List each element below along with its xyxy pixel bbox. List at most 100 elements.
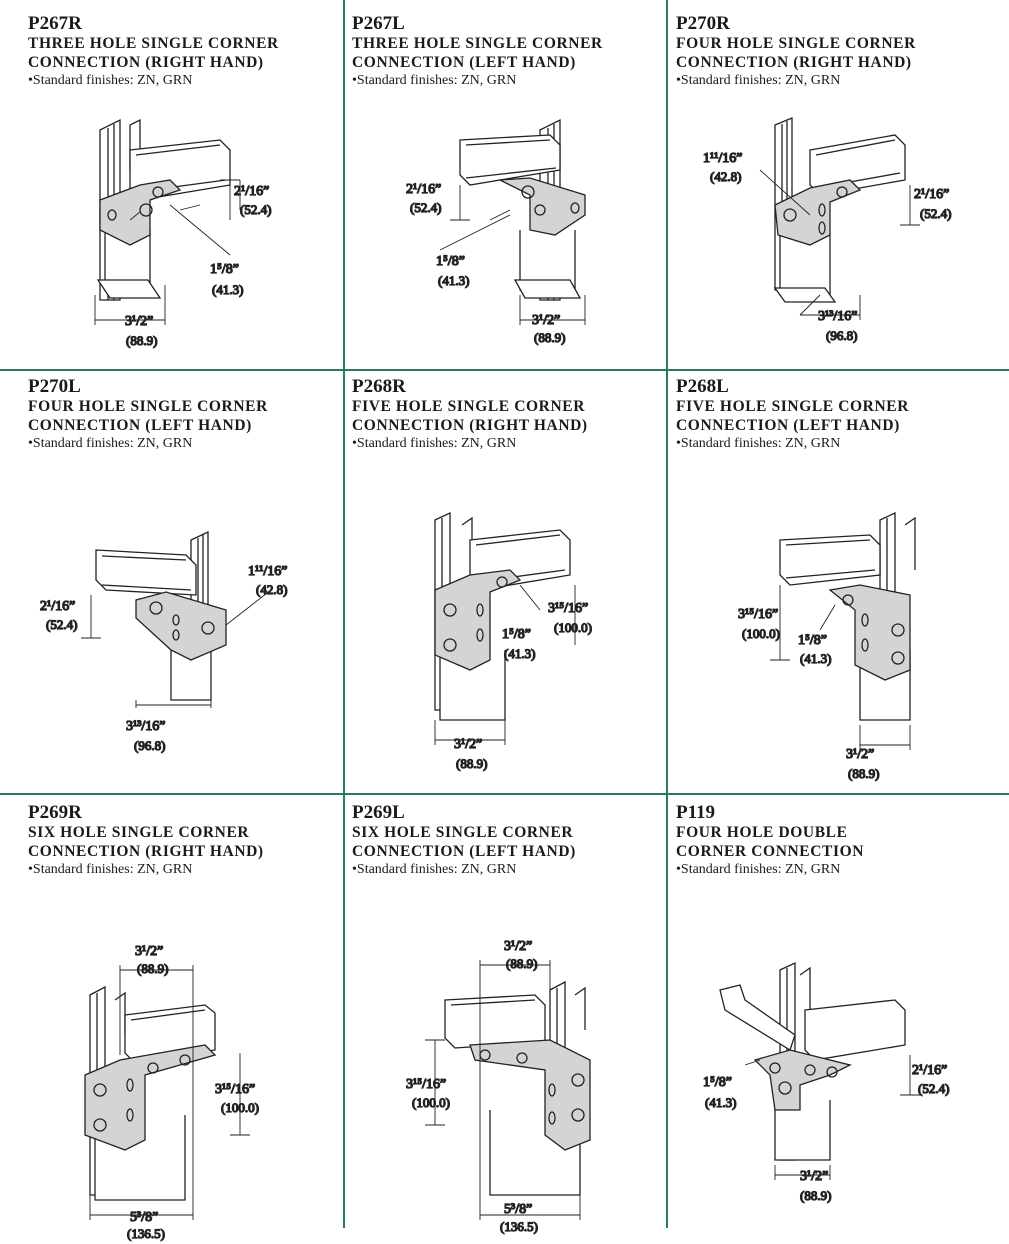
dimension-label: (41.3): [212, 282, 243, 297]
dimension-label: 3¹/2”: [135, 944, 163, 959]
fitting-drawing-p268r: 3¹⁵/16” (100.0) 1⁵/8” (41.3) 3¹/2” (88.9…: [434, 511, 593, 772]
dimension-label: 3¹³/16”: [126, 719, 166, 734]
row-divider: [0, 793, 1009, 795]
row-divider: [0, 369, 1009, 371]
title-line: CONNECTION (RIGHT HAND): [28, 843, 264, 860]
product-cell: P268L FIVE HOLE SINGLE CORNER CONNECTION…: [676, 377, 998, 453]
dimension-label: (41.3): [504, 646, 535, 661]
product-cell: P267L THREE HOLE SINGLE CORNER CONNECTIO…: [352, 14, 674, 90]
part-number: P270R: [676, 13, 730, 34]
dimension-label: (100.0): [742, 626, 780, 641]
product-cell: P269R SIX HOLE SINGLE CORNER CONNECTION …: [28, 803, 350, 879]
dimension-label: (88.9): [848, 766, 879, 781]
dimension-label: 1⁵/8”: [703, 1075, 732, 1090]
column-divider: [343, 0, 345, 1228]
column-divider: [666, 0, 668, 1228]
part-number: P119: [676, 802, 716, 823]
fitting-drawing-p268l: 3¹⁵/16” (100.0) 1⁵/8” (41.3) 3¹/2” (88.9…: [737, 511, 916, 782]
dimension-label: (88.9): [137, 961, 168, 976]
dimension-label: 1⁵/8”: [210, 262, 239, 277]
product-cell: P270R FOUR HOLE SINGLE CORNER CONNECTION…: [676, 14, 998, 90]
title-line: CONNECTION (LEFT HAND): [676, 417, 900, 434]
product-cell: P268R FIVE HOLE SINGLE CORNER CONNECTION…: [352, 377, 674, 453]
dimension-label: 3¹³/16”: [818, 309, 858, 324]
fitting-drawing-p119: 1⁵/8” (41.3) 2¹/16” (52.4) 3¹/2” (88.9): [702, 961, 950, 1204]
part-number: P268L: [676, 376, 729, 397]
part-number: P267L: [352, 13, 405, 34]
title-line: FOUR HOLE DOUBLE: [676, 824, 848, 841]
dimension-label: (88.9): [534, 330, 565, 345]
dimension-label: (52.4): [920, 206, 951, 221]
dimension-label: 3¹/2”: [454, 737, 482, 752]
dimension-label: 2¹/16”: [40, 599, 75, 614]
dimension-label: (52.4): [410, 200, 441, 215]
fitting-drawing-p267r: 2¹/16” (52.4) 1⁵/8” (41.3) 3¹/2” (88.9): [94, 118, 272, 349]
fitting-drawing-p269r: 3¹/2” (88.9) 3¹⁵/16” (100.0) 5³/8” (136.…: [84, 943, 260, 1242]
dimension-label: 1⁵/8”: [436, 254, 465, 269]
dimension-label: (41.3): [705, 1095, 736, 1110]
dimension-label: (96.8): [134, 738, 165, 753]
dimension-label: (52.4): [918, 1081, 949, 1096]
dimension-label: 1¹¹/16”: [248, 564, 288, 579]
dimension-label: (136.5): [500, 1219, 538, 1234]
product-cell: P270L FOUR HOLE SINGLE CORNER CONNECTION…: [28, 377, 350, 453]
dimension-label: 3¹/2”: [846, 747, 874, 762]
finishes-note: •Standard finishes: ZN, GRN: [28, 436, 193, 451]
dimension-label: (41.3): [800, 651, 831, 666]
part-number: P269R: [28, 802, 82, 823]
finishes-note: •Standard finishes: ZN, GRN: [352, 73, 517, 88]
title-line: CONNECTION (LEFT HAND): [352, 54, 576, 71]
title-line: THREE HOLE SINGLE CORNER: [352, 35, 603, 52]
dimension-label: 3¹⁵/16”: [738, 607, 778, 622]
dimension-label: (42.8): [256, 582, 287, 597]
dimension-label: 1¹¹/16”: [703, 151, 743, 166]
title-line: CONNECTION (RIGHT HAND): [676, 54, 912, 71]
dimension-label: 2¹/16”: [912, 1063, 947, 1078]
part-number: P268R: [352, 376, 406, 397]
title-line: FIVE HOLE SINGLE CORNER: [676, 398, 909, 415]
dimension-label: (42.8): [710, 169, 741, 184]
title-line: CONNECTION (LEFT HAND): [352, 843, 576, 860]
dimension-label: (136.5): [127, 1226, 165, 1241]
dimension-label: (52.4): [46, 617, 77, 632]
product-cell: P267R THREE HOLE SINGLE CORNER CONNECTIO…: [28, 14, 350, 90]
dimension-label: 1⁵/8”: [798, 633, 827, 648]
title-line: CONNECTION (RIGHT HAND): [28, 54, 264, 71]
dimension-label: 2¹/16”: [234, 184, 269, 199]
finishes-note: •Standard finishes: ZN, GRN: [676, 436, 841, 451]
dimension-label: 3¹/2”: [800, 1169, 828, 1184]
finishes-note: •Standard finishes: ZN, GRN: [676, 73, 841, 88]
finishes-note: •Standard finishes: ZN, GRN: [352, 862, 517, 877]
dimension-label: 3¹/2”: [125, 314, 153, 329]
dimension-label: 2¹/16”: [406, 182, 441, 197]
title-line: THREE HOLE SINGLE CORNER: [28, 35, 279, 52]
fitting-drawing-p270r: 1¹¹/16” (42.8) 2¹/16” (52.4) 3¹³/16” (96…: [702, 117, 952, 344]
product-cell: P269L SIX HOLE SINGLE CORNER CONNECTION …: [352, 803, 674, 879]
finishes-note: •Standard finishes: ZN, GRN: [676, 862, 841, 877]
dimension-label: 5³/8”: [130, 1210, 158, 1225]
dimension-label: (52.4): [240, 202, 271, 217]
title-line: FOUR HOLE SINGLE CORNER: [676, 35, 916, 52]
dimension-label: 2¹/16”: [914, 187, 949, 202]
title-line: CONNECTION (LEFT HAND): [28, 417, 252, 434]
title-line: FIVE HOLE SINGLE CORNER: [352, 398, 585, 415]
dimension-label: (88.9): [506, 956, 537, 971]
title-line: FOUR HOLE SINGLE CORNER: [28, 398, 268, 415]
dimension-label: (100.0): [221, 1100, 259, 1115]
dimension-label: 5³/8”: [504, 1202, 532, 1217]
fitting-drawing-p269l: 3¹/2” (88.9) 3¹⁵/16” (100.0) 5³/8” (136.…: [405, 938, 591, 1235]
dimension-label: 1⁵/8”: [502, 627, 531, 642]
dimension-label: (100.0): [412, 1095, 450, 1110]
dimension-label: (41.3): [438, 273, 469, 288]
title-line: CONNECTION (RIGHT HAND): [352, 417, 588, 434]
dimension-label: (88.9): [126, 333, 157, 348]
dimension-label: 3¹⁵/16”: [406, 1077, 446, 1092]
dimension-label: 3¹/2”: [504, 939, 532, 954]
title-line: SIX HOLE SINGLE CORNER: [352, 824, 574, 841]
finishes-note: •Standard finishes: ZN, GRN: [28, 862, 193, 877]
finishes-note: •Standard finishes: ZN, GRN: [352, 436, 517, 451]
part-number: P269L: [352, 802, 405, 823]
title-line: CORNER CONNECTION: [676, 843, 865, 860]
product-cell: P119 FOUR HOLE DOUBLE CORNER CONNECTION …: [676, 803, 998, 879]
